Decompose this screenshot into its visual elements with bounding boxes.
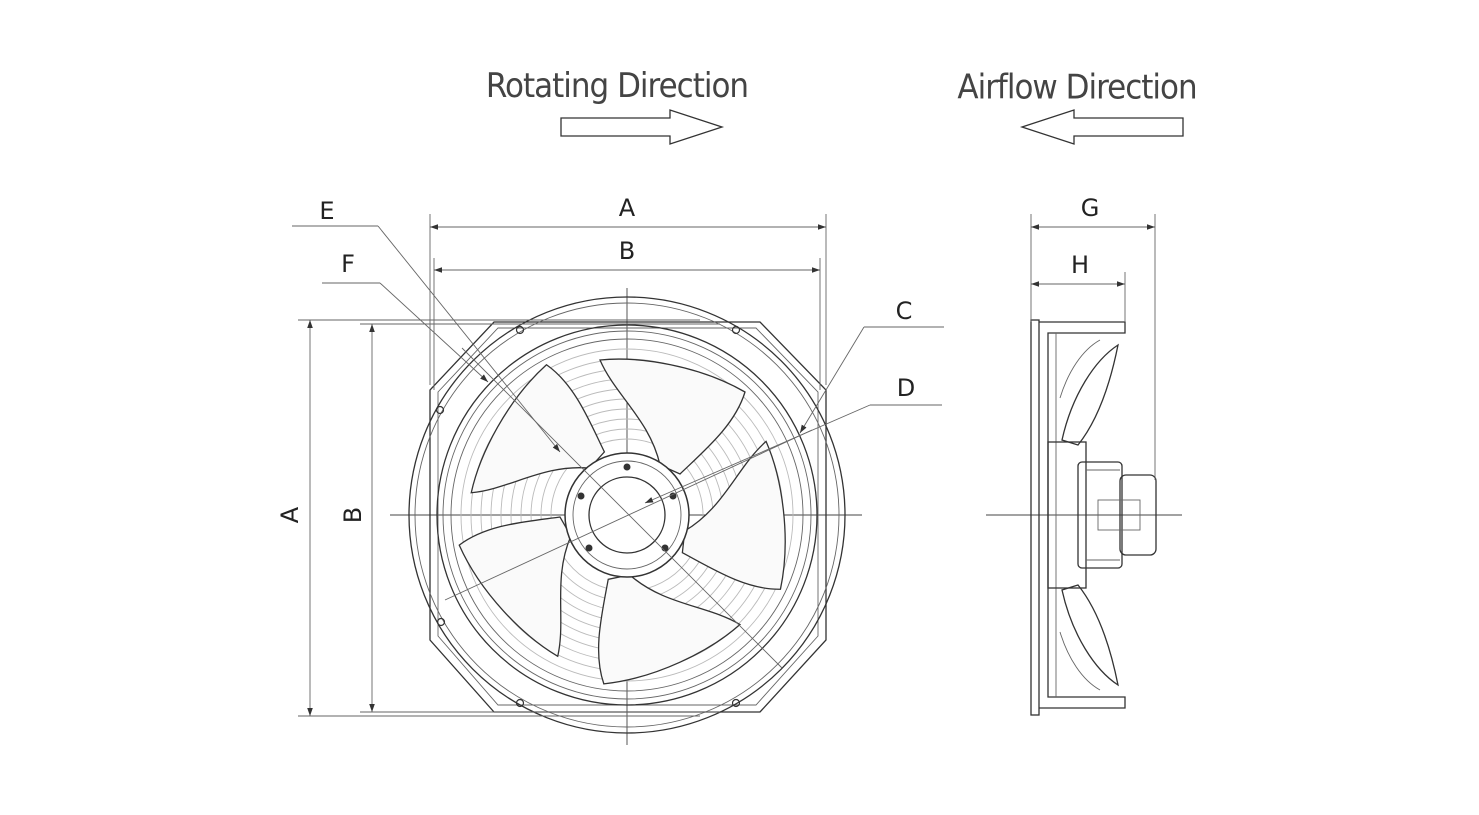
fan-blade — [597, 574, 742, 685]
side-blade-top-2 — [1059, 339, 1101, 399]
side-blade-top — [1061, 343, 1119, 446]
motor-cap — [1119, 474, 1157, 556]
dimension-b-side-label: B — [339, 507, 367, 523]
motor-shaft-end — [1097, 499, 1141, 531]
hub-ring — [572, 460, 682, 570]
hub-center — [588, 476, 666, 554]
fan-blade — [681, 440, 786, 590]
leader-c — [799, 326, 865, 434]
fan-side-view: G H — [986, 194, 1182, 716]
fan-front-view: A B A B E F C D — [276, 194, 944, 745]
side-blade-bottom-2 — [1059, 631, 1101, 691]
outer-flange-circle — [408, 296, 846, 734]
guard-rim — [450, 338, 804, 692]
dimension-a-top-label: A — [619, 194, 636, 222]
fan-blade — [470, 363, 606, 494]
rotating-direction-label: Rotating Direction — [486, 66, 748, 105]
dimension-h-label: H — [1071, 251, 1089, 279]
dimension-a-side-label: A — [276, 506, 304, 523]
impeller-blades — [458, 358, 786, 685]
side-blade-bottom — [1061, 584, 1119, 687]
leader-e — [377, 225, 561, 453]
hub-bolts — [577, 463, 677, 552]
venturi-ring — [436, 324, 818, 706]
label-f: F — [341, 250, 355, 278]
label-c: C — [896, 297, 913, 325]
label-e: E — [319, 197, 334, 225]
venturi-ring-inner — [442, 330, 812, 700]
fan-blade — [599, 358, 746, 475]
motor-mount-bracket — [1047, 441, 1087, 589]
airflow-direction-label: Airflow Direction — [957, 67, 1196, 106]
dimension-g-label: G — [1081, 194, 1100, 222]
motor-body — [1077, 461, 1123, 569]
diameter-line-2 — [461, 347, 783, 669]
side-frame-plate — [1030, 319, 1040, 716]
rotating-direction-arrow — [560, 109, 725, 145]
leader-d — [644, 404, 871, 504]
mounting-plate — [429, 321, 827, 713]
mounting-holes — [435, 325, 741, 708]
dimension-b-top-label: B — [619, 237, 635, 265]
outer-flange-circle-inner — [414, 302, 840, 728]
airflow-direction-arrow — [1019, 109, 1184, 145]
fan-blade — [458, 516, 572, 658]
mounting-plate-inner — [437, 327, 819, 706]
leader-f — [379, 282, 489, 383]
label-d: D — [897, 374, 915, 402]
